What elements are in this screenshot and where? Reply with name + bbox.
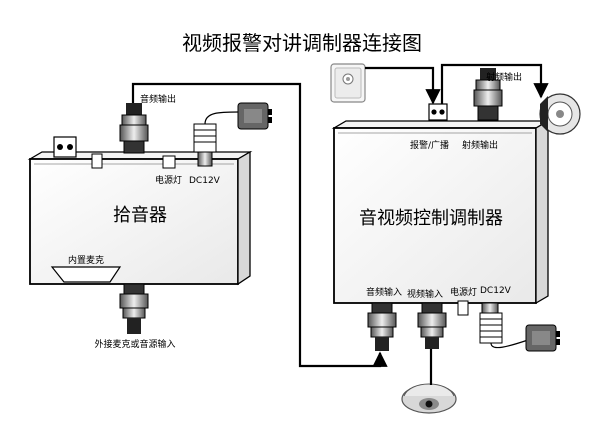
speaker-cable-arrow (440, 63, 549, 104)
pickup-dc-connector-icon (193, 123, 217, 167)
modulator-device-name: 音视频控制调制器 (359, 208, 503, 229)
rf-out-top-label: 射频输出 (486, 71, 522, 83)
pickup-power-adapter-icon (204, 102, 272, 130)
video-in-label: 视频输入 (407, 288, 443, 300)
modulator-power-adapter-icon (490, 324, 560, 352)
modulator-rf-out-bnc-icon (473, 68, 503, 121)
builtin-mic-label: 内置麦克 (68, 254, 104, 266)
pickup-audio-out-bnc-icon (119, 103, 149, 154)
pickup-dc-label: DC12V (189, 176, 221, 186)
pickup-ext-input-label: 外接麦克或音源输入 (94, 338, 175, 350)
audio-in-label: 音频输入 (366, 286, 402, 298)
modulator-audio-in-bnc-icon (367, 302, 397, 351)
rf-out-label: 射频输出 (462, 139, 498, 151)
modulator-power-led-label: 电源灯 (450, 286, 477, 298)
alarm-cable-arrow (365, 66, 441, 105)
dome-camera-icon (401, 383, 457, 414)
modulator-device (331, 119, 551, 305)
audio-cable-arrow (131, 82, 388, 368)
pickup-power-led-label: 电源灯 (155, 174, 182, 186)
modulator-dc-connector-icon (479, 302, 503, 344)
speaker-icon (539, 93, 581, 135)
alarm-broadcast-label: 报警/广播 (410, 139, 449, 151)
builtin-mic-icon (50, 266, 122, 283)
pickup-device-name: 拾音器 (113, 205, 167, 226)
modulator-dc-label: DC12V (480, 286, 512, 296)
modulator-video-in-bnc-icon (417, 302, 447, 349)
pickup-device (27, 136, 253, 286)
diagram-title: 视频报警对讲调制器连接图 (182, 31, 422, 55)
pickup-ext-input-bnc-icon (119, 283, 149, 334)
alarm-terminal-icon (428, 103, 448, 121)
pickup-audio-out-label: 音频输出 (140, 93, 176, 105)
modulator-power-led-icon (457, 300, 469, 316)
alarm-button-icon (330, 63, 366, 103)
